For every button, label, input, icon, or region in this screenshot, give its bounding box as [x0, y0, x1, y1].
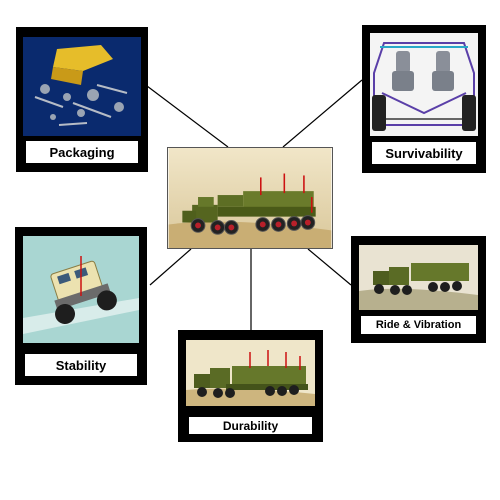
- panel-durability: Durability: [178, 330, 323, 442]
- panel-survivability: Survivability: [362, 25, 486, 173]
- label-packaging: Packaging: [26, 141, 138, 163]
- truck-terrain-icon: [359, 245, 478, 310]
- stability-image: [23, 236, 139, 343]
- connector-stability: [149, 248, 192, 286]
- crew-seats-cab-cutaway-icon: [370, 33, 478, 136]
- durability-image: [186, 340, 315, 406]
- exploded-vehicle-cad-icon: [23, 37, 141, 136]
- survivability-image: [370, 33, 478, 136]
- center-truck-image: [167, 147, 333, 249]
- connector-survivability: [282, 79, 363, 148]
- connector-ride: [307, 248, 352, 286]
- connector-packaging: [146, 85, 229, 148]
- label-survivability: Survivability: [372, 142, 476, 164]
- military-truck-simulation-icon: [168, 148, 332, 248]
- truck-load-forces-icon: [186, 340, 315, 406]
- ride-vibration-image: [359, 245, 478, 310]
- packaging-image: [23, 37, 141, 136]
- panel-ride-vibration: Ride & Vibration: [351, 236, 486, 343]
- panel-stability: Stability: [15, 227, 147, 385]
- panel-packaging: Packaging: [16, 27, 148, 172]
- label-stability: Stability: [25, 354, 137, 376]
- label-ride-vibration: Ride & Vibration: [361, 316, 476, 334]
- label-durability: Durability: [189, 417, 312, 434]
- vehicle-tilt-test-icon: [23, 236, 139, 343]
